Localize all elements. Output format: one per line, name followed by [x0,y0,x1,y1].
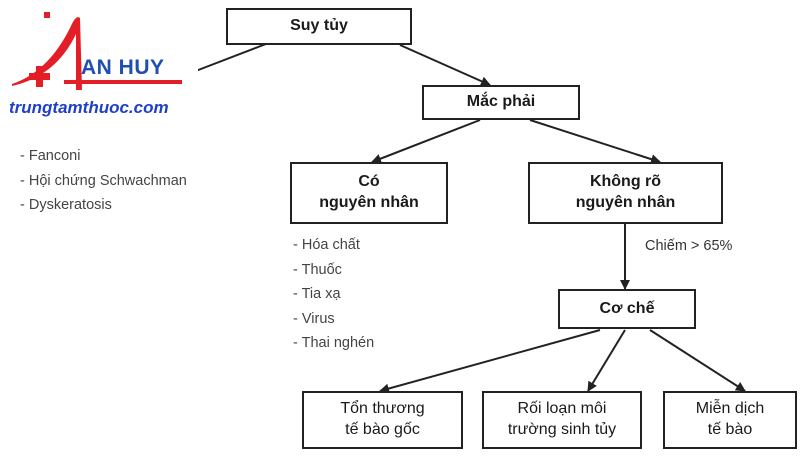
logo-cross-h [29,73,50,80]
node-roi-loan-moi-truong: Rối loạn môi trường sinh tủy [482,391,642,449]
node-khong-ro-line2: nguyên nhân [575,194,676,211]
edge-note-percentage: Chiếm > 65% [645,238,733,254]
node-co-nguyen-nhan: Có nguyên nhân [290,162,448,224]
edge-mechanism-env [587,329,626,392]
list-item: - Thuốc [293,261,342,278]
node-co-che-text: Cơ chế [599,299,655,317]
node-co-nguyen-nhan-line2: nguyên nhân [319,194,419,211]
node-ton-thuong-line1: Tổn thương [340,400,425,418]
edge-mechanism-stemcell [379,329,601,394]
logo: AN HUY trungtamthuoc.com [4,0,198,130]
list-item: - Tia xạ [293,286,341,302]
logo-site-url[interactable]: trungtamthuoc.com [9,98,169,117]
node-ton-thuong-te-bao-goc: Tổn thương tế bào gốc [302,391,463,449]
node-mien-dich-line1: Miễn dịch [695,400,765,418]
node-mien-dich-line2: tế bào [707,421,753,438]
node-ton-thuong-line2: tế bào gốc [345,421,420,438]
logo-mark [12,12,182,90]
node-khong-ro-line1: Không rõ [589,173,662,191]
logo-underline [64,80,182,84]
edge-mechanism-immune [649,329,746,392]
edge-acquired-known [371,119,481,164]
cause-list: - Hóa chất - Thuốc - Tia xạ - Virus - Th… [293,233,374,356]
edge-acquired-unknown [529,119,661,164]
node-mac-phai-text: Mắc phải [466,93,536,111]
logo-swoosh [12,17,82,90]
logo-brand: AN HUY [81,56,165,79]
node-suy-tuy-text: Suy tủy [290,17,348,35]
list-item: - Fanconi [20,148,81,164]
node-khong-ro-nguyen-nhan: Không rõ nguyên nhân [528,162,723,224]
node-roi-loan-line1: Rối loạn môi [517,400,607,418]
inherited-list: - Fanconi - Hội chứng Schwachman - Dyske… [20,144,187,218]
node-co-che: Cơ chế [558,289,696,329]
node-co-nguyen-nhan-line1: Có [358,173,380,191]
node-mac-phai: Mắc phải [422,85,580,120]
node-roi-loan-line2: trường sinh tủy [507,421,617,438]
node-mien-dich-te-bao: Miễn dịch tế bào [663,391,797,449]
list-item: - Hóa chất [293,237,360,253]
list-item: - Thai nghén [293,335,375,351]
logo-dot [44,12,50,18]
node-suy-tuy: Suy tủy [226,8,412,45]
list-item: - Hội chứng Schwachman [20,172,187,189]
edge-root-acquired [399,44,491,86]
list-item: - Virus [293,310,335,327]
list-item: - Dyskeratosis [20,197,112,213]
